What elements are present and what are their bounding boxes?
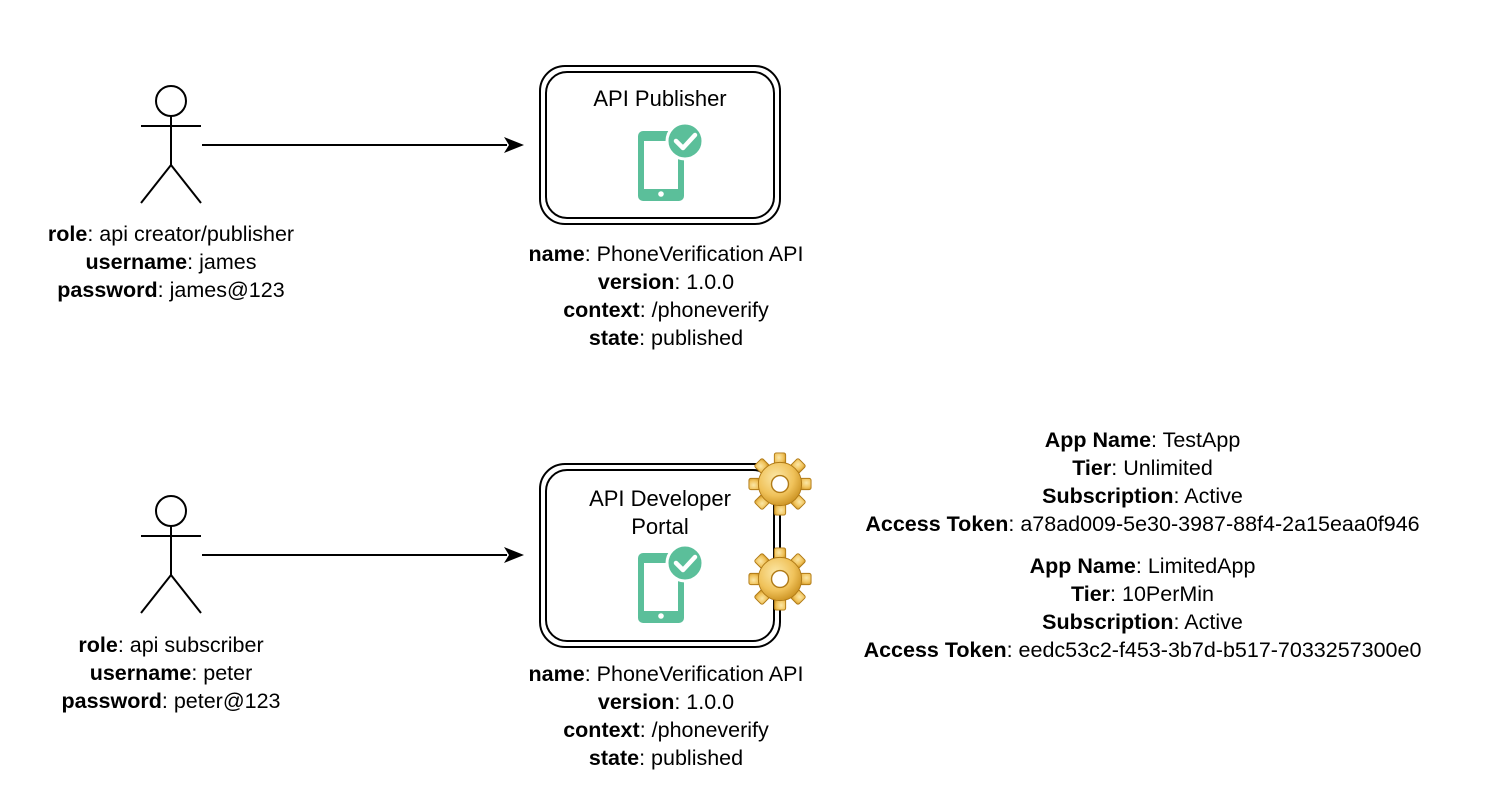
- actor-subscriber-info: role: api subscriber username: peter pas…: [61, 633, 281, 713]
- actor-role: api creator/publisher: [99, 222, 295, 246]
- api-dev-portal-details: name: PhoneVerification API version: 1.0…: [528, 662, 804, 770]
- app-subscription: Active: [1184, 484, 1243, 508]
- app-subscription: Active: [1184, 610, 1243, 634]
- api-state: published: [651, 326, 744, 350]
- node-title: API Developer Portal: [589, 486, 731, 539]
- api-publisher-node: API Publisher: [539, 65, 781, 225]
- app-tier: Unlimited: [1123, 456, 1213, 480]
- app-name: TestApp: [1162, 428, 1241, 452]
- arrow-publisher-to-api-publisher: [202, 135, 524, 155]
- api-version: 1.0.0: [686, 690, 735, 714]
- actor-username: james: [199, 250, 257, 274]
- app-details-limitedapp: App Name: LimitedApp Tier: 10PerMin Subs…: [863, 554, 1422, 662]
- api-version: 1.0.0: [686, 270, 735, 294]
- phone-check-icon: [638, 543, 705, 623]
- node-title: API Publisher: [593, 86, 727, 111]
- app-access-token: a78ad009-5e30-3987-88f4-2a15eaa0f946: [1020, 512, 1420, 536]
- actor-password: peter@123: [173, 689, 281, 713]
- actor-username: peter: [203, 661, 253, 685]
- actor-publisher-figure: [138, 85, 204, 205]
- api-name: PhoneVerification API: [596, 662, 804, 686]
- app-details-testapp: App Name: TestApp Tier: Unlimited Subscr…: [865, 428, 1420, 536]
- api-name: PhoneVerification API: [596, 242, 804, 266]
- app-name: LimitedApp: [1147, 554, 1256, 578]
- actor-subscriber-figure: [138, 495, 204, 615]
- actor-password: james@123: [169, 278, 285, 302]
- api-developer-portal-node: API Developer Portal: [539, 463, 781, 648]
- api-context: /phoneverify: [651, 298, 769, 322]
- app-access-token: eedc53c2-f453-3b7d-b517-7033257300e0: [1018, 638, 1422, 662]
- phone-check-icon: [638, 121, 705, 201]
- app-tier: 10PerMin: [1121, 582, 1214, 606]
- api-publisher-details: name: PhoneVerification API version: 1.0…: [528, 242, 804, 350]
- arrow-subscriber-to-dev-portal: [202, 545, 524, 565]
- actor-role: api subscriber: [129, 633, 264, 657]
- gear-icon: [748, 547, 812, 611]
- api-context: /phoneverify: [651, 718, 769, 742]
- api-state: published: [651, 746, 744, 770]
- gear-icon: [748, 452, 812, 516]
- actor-publisher-info: role: api creator/publisher username: ja…: [47, 222, 295, 302]
